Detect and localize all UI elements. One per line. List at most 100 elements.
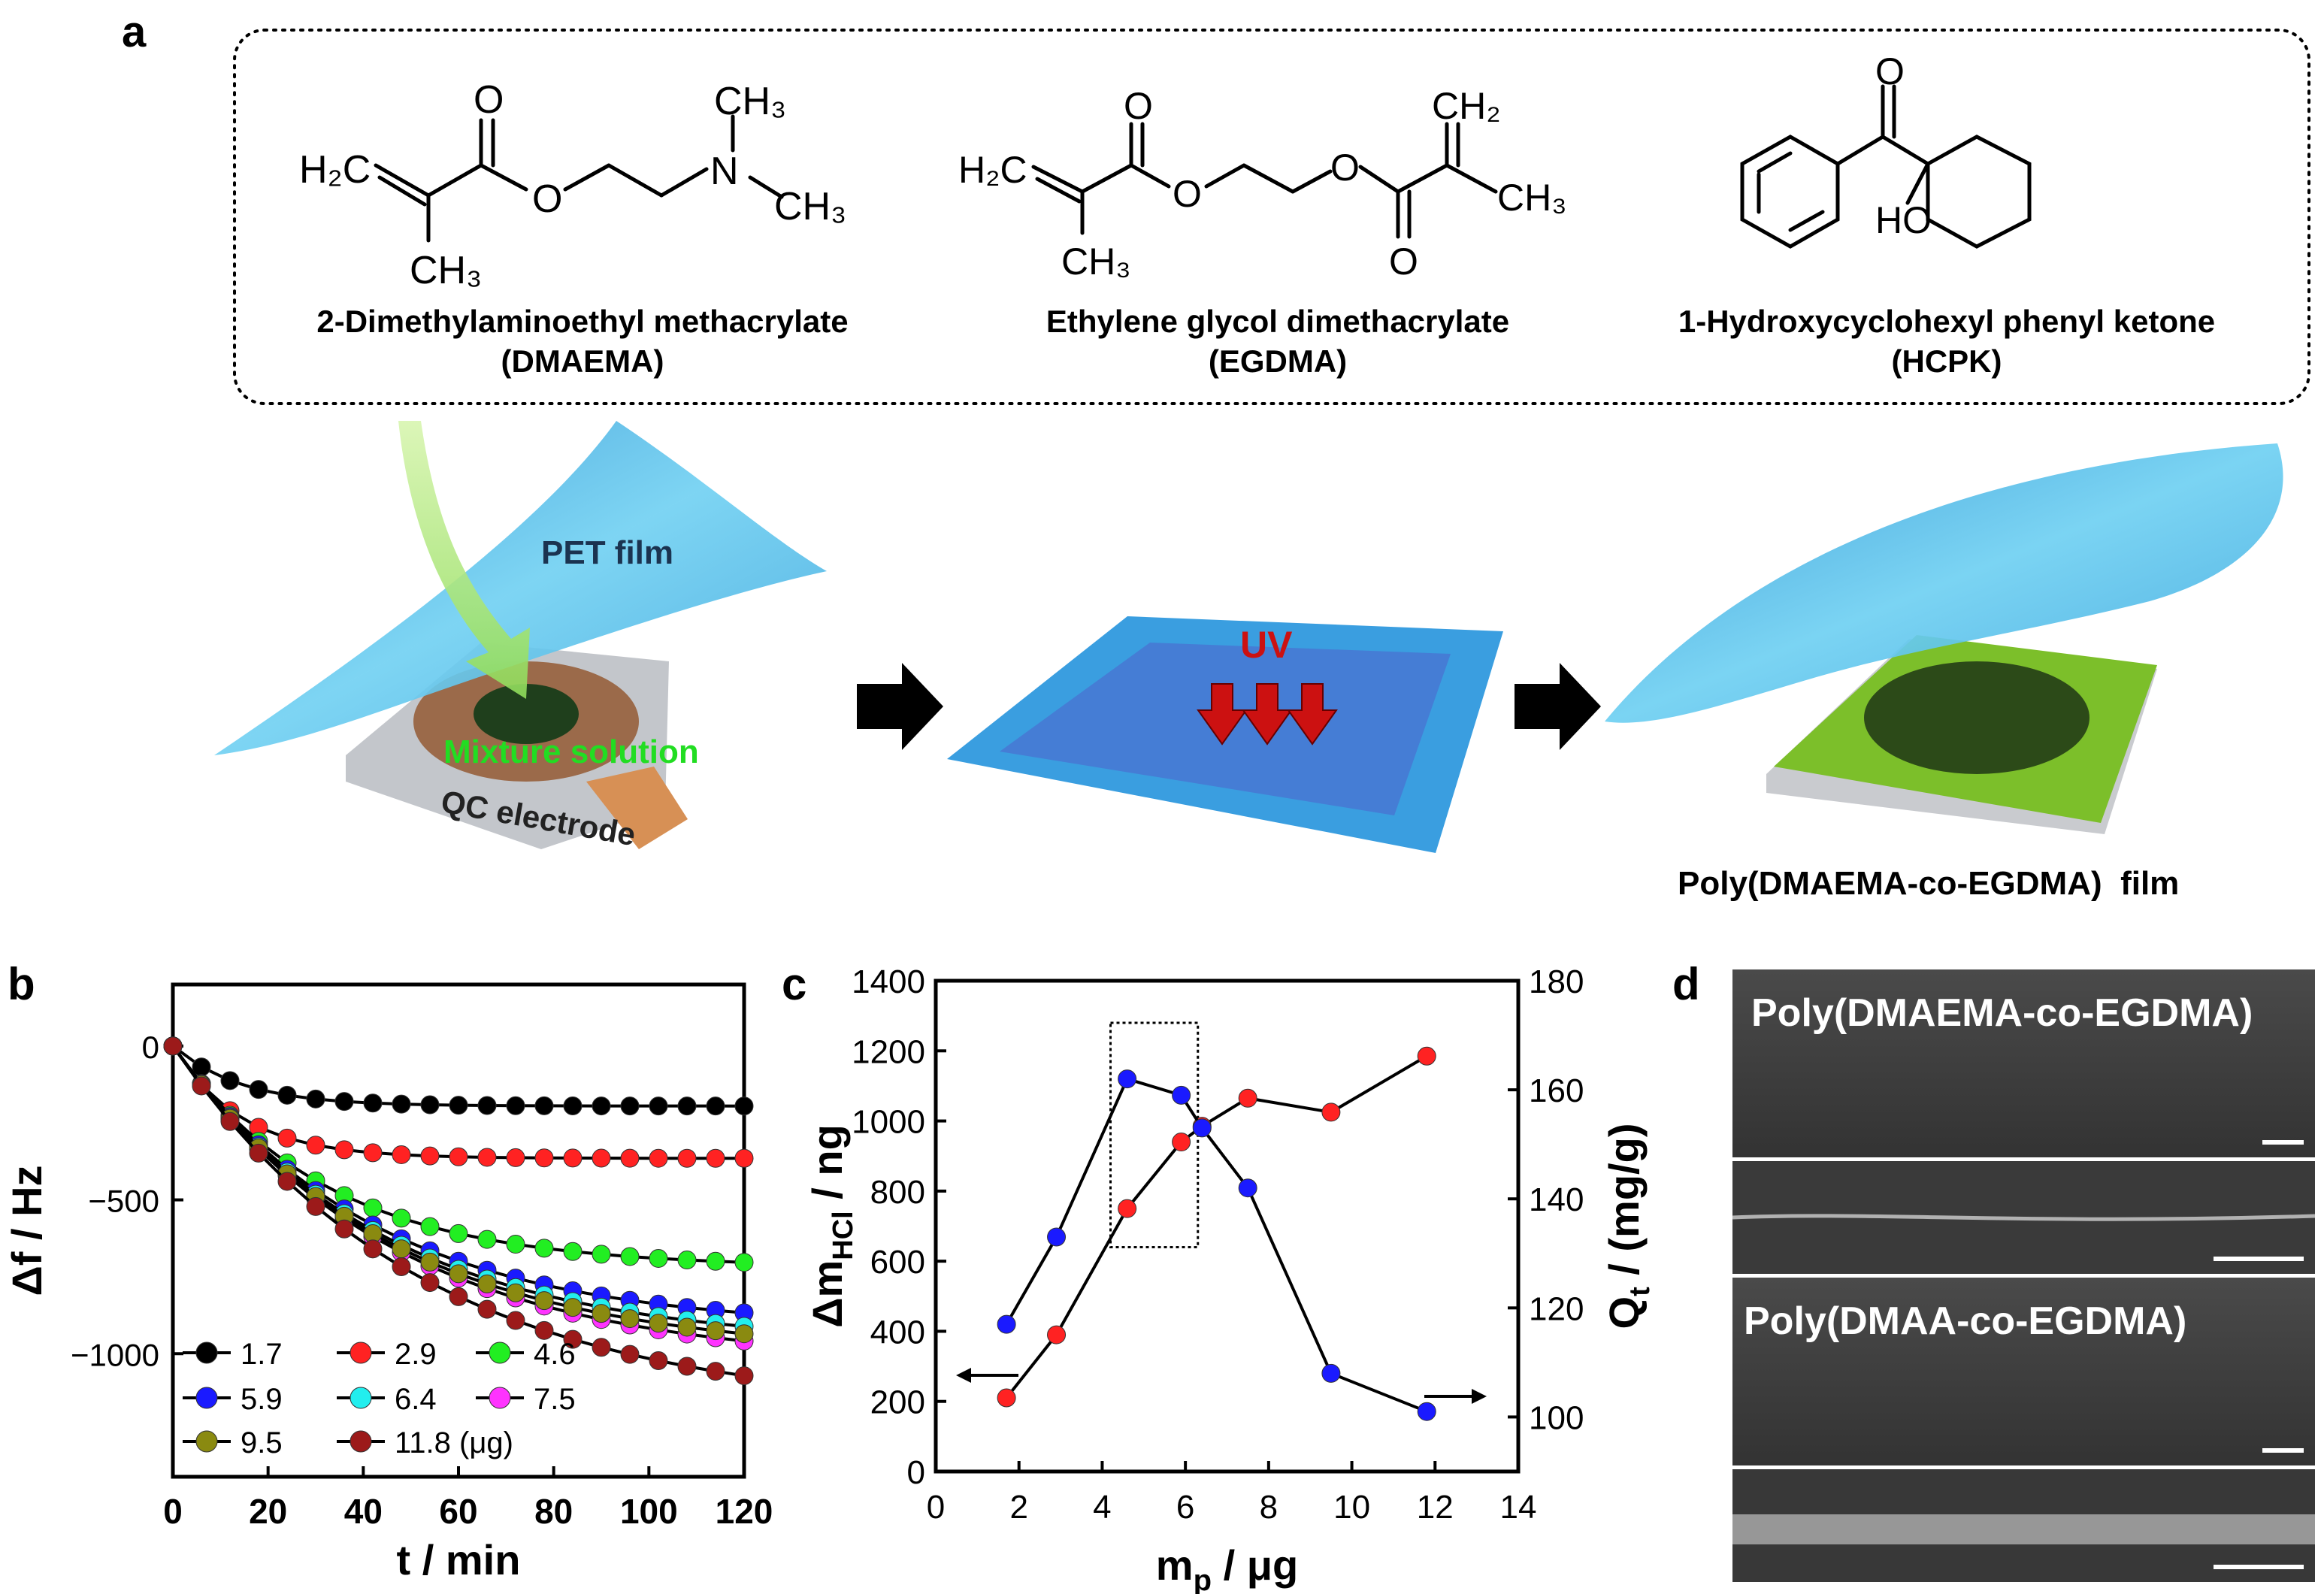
data-point (620, 1148, 640, 1168)
data-point (592, 1096, 611, 1116)
data-point (620, 1096, 640, 1116)
data-point (706, 1148, 725, 1168)
y-tick-label-left: 1000 (852, 1104, 925, 1141)
data-point (477, 1230, 497, 1249)
data-point (592, 1338, 611, 1357)
data-point (1321, 1102, 1341, 1122)
series-line (1005, 1054, 1428, 1399)
x-tick-label: 10 (1333, 1489, 1370, 1526)
data-point (192, 1076, 211, 1096)
y-tick-label-left: 800 (870, 1174, 925, 1211)
y-tick-label-left: 0 (907, 1454, 925, 1491)
data-point (997, 1388, 1016, 1408)
data-point (506, 1096, 525, 1115)
data-point (477, 1299, 497, 1319)
atom-label: O (1124, 85, 1153, 127)
legend-label: 2.9 (395, 1338, 437, 1371)
atom-label: HO (1875, 199, 1932, 241)
data-point (734, 1148, 754, 1168)
legend-label: 7.5 (534, 1383, 576, 1416)
data-point (677, 1357, 697, 1376)
data-point (1192, 1118, 1212, 1138)
legend-marker (195, 1430, 218, 1453)
data-point (477, 1274, 497, 1293)
legend-marker (195, 1341, 218, 1364)
data-point (734, 1253, 754, 1272)
y-axis-title-right: Qt / (mg/g) (1600, 1124, 1656, 1329)
data-point (677, 1251, 697, 1270)
product-film-center (1864, 661, 2089, 774)
atom-label: H₂C (958, 149, 1027, 191)
data-point (1172, 1133, 1191, 1152)
data-point (649, 1314, 668, 1333)
x-tick-label: 100 (620, 1492, 678, 1531)
molecule-name-egdma: Ethylene glycol dimethacrylate (1046, 304, 1509, 339)
data-point (563, 1242, 583, 1261)
process-arrow-2 (1515, 663, 1601, 750)
molecule-name-hcpk: 1-Hydroxycyclohexyl phenyl ketone (1678, 304, 2215, 339)
y-tick-label-left: 200 (870, 1384, 925, 1421)
atom-label: CH₂ (1432, 85, 1501, 127)
x-axis-title: mp / μg (1156, 1541, 1298, 1594)
data-point (392, 1145, 411, 1164)
legend-label: 11.8 (μg) (395, 1426, 513, 1459)
panel-label-c: c (782, 959, 806, 1009)
data-point (592, 1148, 611, 1168)
data-point (420, 1095, 440, 1115)
data-point (1047, 1325, 1067, 1344)
x-tick-label: 20 (249, 1492, 287, 1531)
data-point (277, 1172, 297, 1191)
data-point (649, 1248, 668, 1268)
data-point (649, 1096, 668, 1116)
data-point (563, 1096, 583, 1116)
data-point (534, 1320, 554, 1340)
dmaema-atoms: H₂C O O N CH₃ CH₃ CH₃ (299, 78, 846, 292)
data-point (420, 1217, 440, 1236)
y-tick-label-right: 100 (1529, 1399, 1584, 1436)
data-point (734, 1096, 754, 1116)
data-point (563, 1298, 583, 1317)
sem-images: Poly(DMAEMA-co-EGDMA) Poly(DMAA-co-EGDMA… (1732, 969, 2316, 1582)
mixture-solution-label: Mixture solution (443, 733, 699, 770)
data-point (706, 1362, 725, 1381)
legend-label: 9.5 (241, 1426, 283, 1459)
data-point (534, 1239, 554, 1258)
egdma-atoms: H₂C O O O O CH₂ CH₃ CH₃ (958, 85, 1567, 283)
data-point (449, 1287, 468, 1306)
atom-label: H₂C (299, 148, 371, 192)
atom-label: CH₃ (1061, 240, 1131, 283)
uv-label: UV (1240, 624, 1293, 666)
electrode-tab (586, 767, 688, 849)
uv-arrow (1242, 683, 1293, 746)
x-tick-label: 4 (1093, 1489, 1111, 1526)
molecule-abbr-dmaema: (DMAEMA) (501, 343, 664, 379)
data-point (706, 1321, 725, 1341)
data-point (1118, 1069, 1137, 1089)
process-step-coating: PET film Mixture solution QC electrode (214, 421, 827, 852)
data-point (449, 1264, 468, 1284)
sem-top-label: Poly(DMAEMA-co-EGDMA) (1751, 991, 2253, 1035)
data-point (649, 1148, 668, 1168)
molecule-abbr-egdma: (EGDMA) (1209, 343, 1347, 379)
y-tick-label-right: 160 (1529, 1072, 1584, 1109)
data-point (1118, 1199, 1137, 1218)
legend-marker (350, 1387, 372, 1409)
y-tick-label-left: 400 (870, 1314, 925, 1351)
plot-frame (934, 978, 1521, 1474)
molecule-abbr-hcpk: (HCPK) (1892, 343, 2002, 379)
data-point (706, 1251, 725, 1271)
data-point (334, 1219, 354, 1239)
data-point (306, 1196, 325, 1216)
y-tick-label: 0 (142, 1030, 159, 1065)
panel-label-a: a (122, 8, 147, 56)
x-tick-label: 12 (1417, 1489, 1454, 1526)
x-tick-label: 60 (439, 1492, 477, 1531)
panel-label-b: b (8, 959, 35, 1009)
data-point (534, 1291, 554, 1311)
atom-label: O (1173, 173, 1202, 215)
process-arrow-1 (857, 663, 943, 750)
atom-label: O (1875, 50, 1905, 92)
legend-marker (195, 1387, 218, 1409)
